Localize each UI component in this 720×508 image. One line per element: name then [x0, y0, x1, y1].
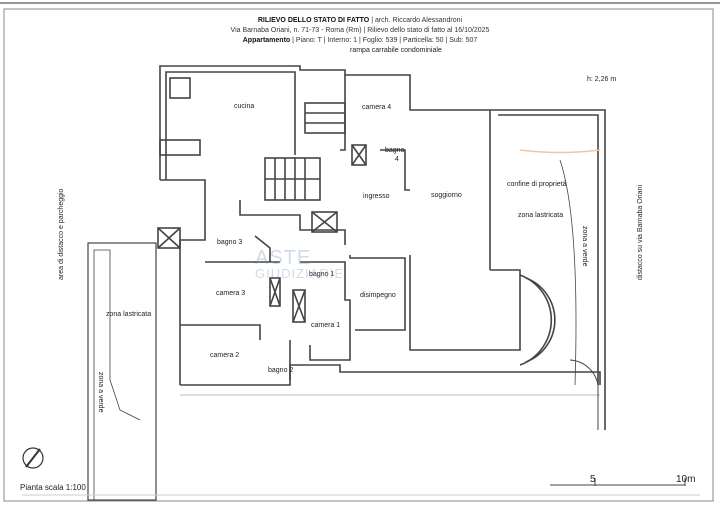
room-camera-2: camera 2 [210, 352, 240, 359]
north-arrow-icon [22, 447, 44, 469]
room-ingresso: ingresso [363, 193, 390, 200]
unit-details: Appartamento | Piano: T | Interno: 1 | F… [242, 37, 478, 44]
scale-bar [550, 478, 686, 486]
room-camera-3: camera 3 [216, 290, 246, 297]
zona-lastricata-right: zona lastricata [518, 212, 564, 219]
top-label: rampa carrabile condominiale [350, 47, 442, 54]
scale-tick-10: 10m [676, 474, 696, 485]
property-limit-label: confine di proprietà [507, 181, 567, 188]
room-bagno-4: bagno [385, 147, 405, 154]
walls [87, 65, 606, 501]
room-bagno-1: bagno 1 [309, 271, 335, 278]
area-distacco-label: area di distacco e parcheggio [58, 188, 65, 280]
height-label: h: 2,26 m [587, 76, 617, 83]
scale-label: Pianta scala 1:100 [20, 483, 86, 492]
scale-tick-5: 5 [590, 474, 596, 485]
room-cucina: cucina [234, 103, 255, 110]
room-camera-1: camera 1 [311, 322, 341, 329]
zona-verde-left: zona a verde [97, 372, 104, 413]
room-bagno-4-number: 4 [395, 156, 399, 163]
drawing-title: RILIEVO DELLO STATO DI FATTO | arch. Ric… [257, 17, 463, 24]
room-disimpegno: disimpegno [360, 292, 396, 299]
room-bagno-3: bagno 3 [217, 239, 243, 246]
address-line: Via Barnaba Oriani, n. 71-73 - Roma (Rm)… [230, 27, 490, 34]
room-bagno-2: bagno 2 [268, 367, 294, 374]
zona-verde-right: zona a verde [581, 226, 588, 267]
room-soggiorno: soggiorno [431, 192, 462, 199]
zona-lastricata-left: zona lastricata [106, 311, 152, 318]
watermark: ASTE GIUDIZIARIE [255, 247, 345, 281]
distacco-oriani-label: distacco su via Barnaba Oriani [637, 185, 644, 280]
room-camera-4: camera 4 [362, 104, 392, 111]
page-frame [3, 8, 714, 502]
